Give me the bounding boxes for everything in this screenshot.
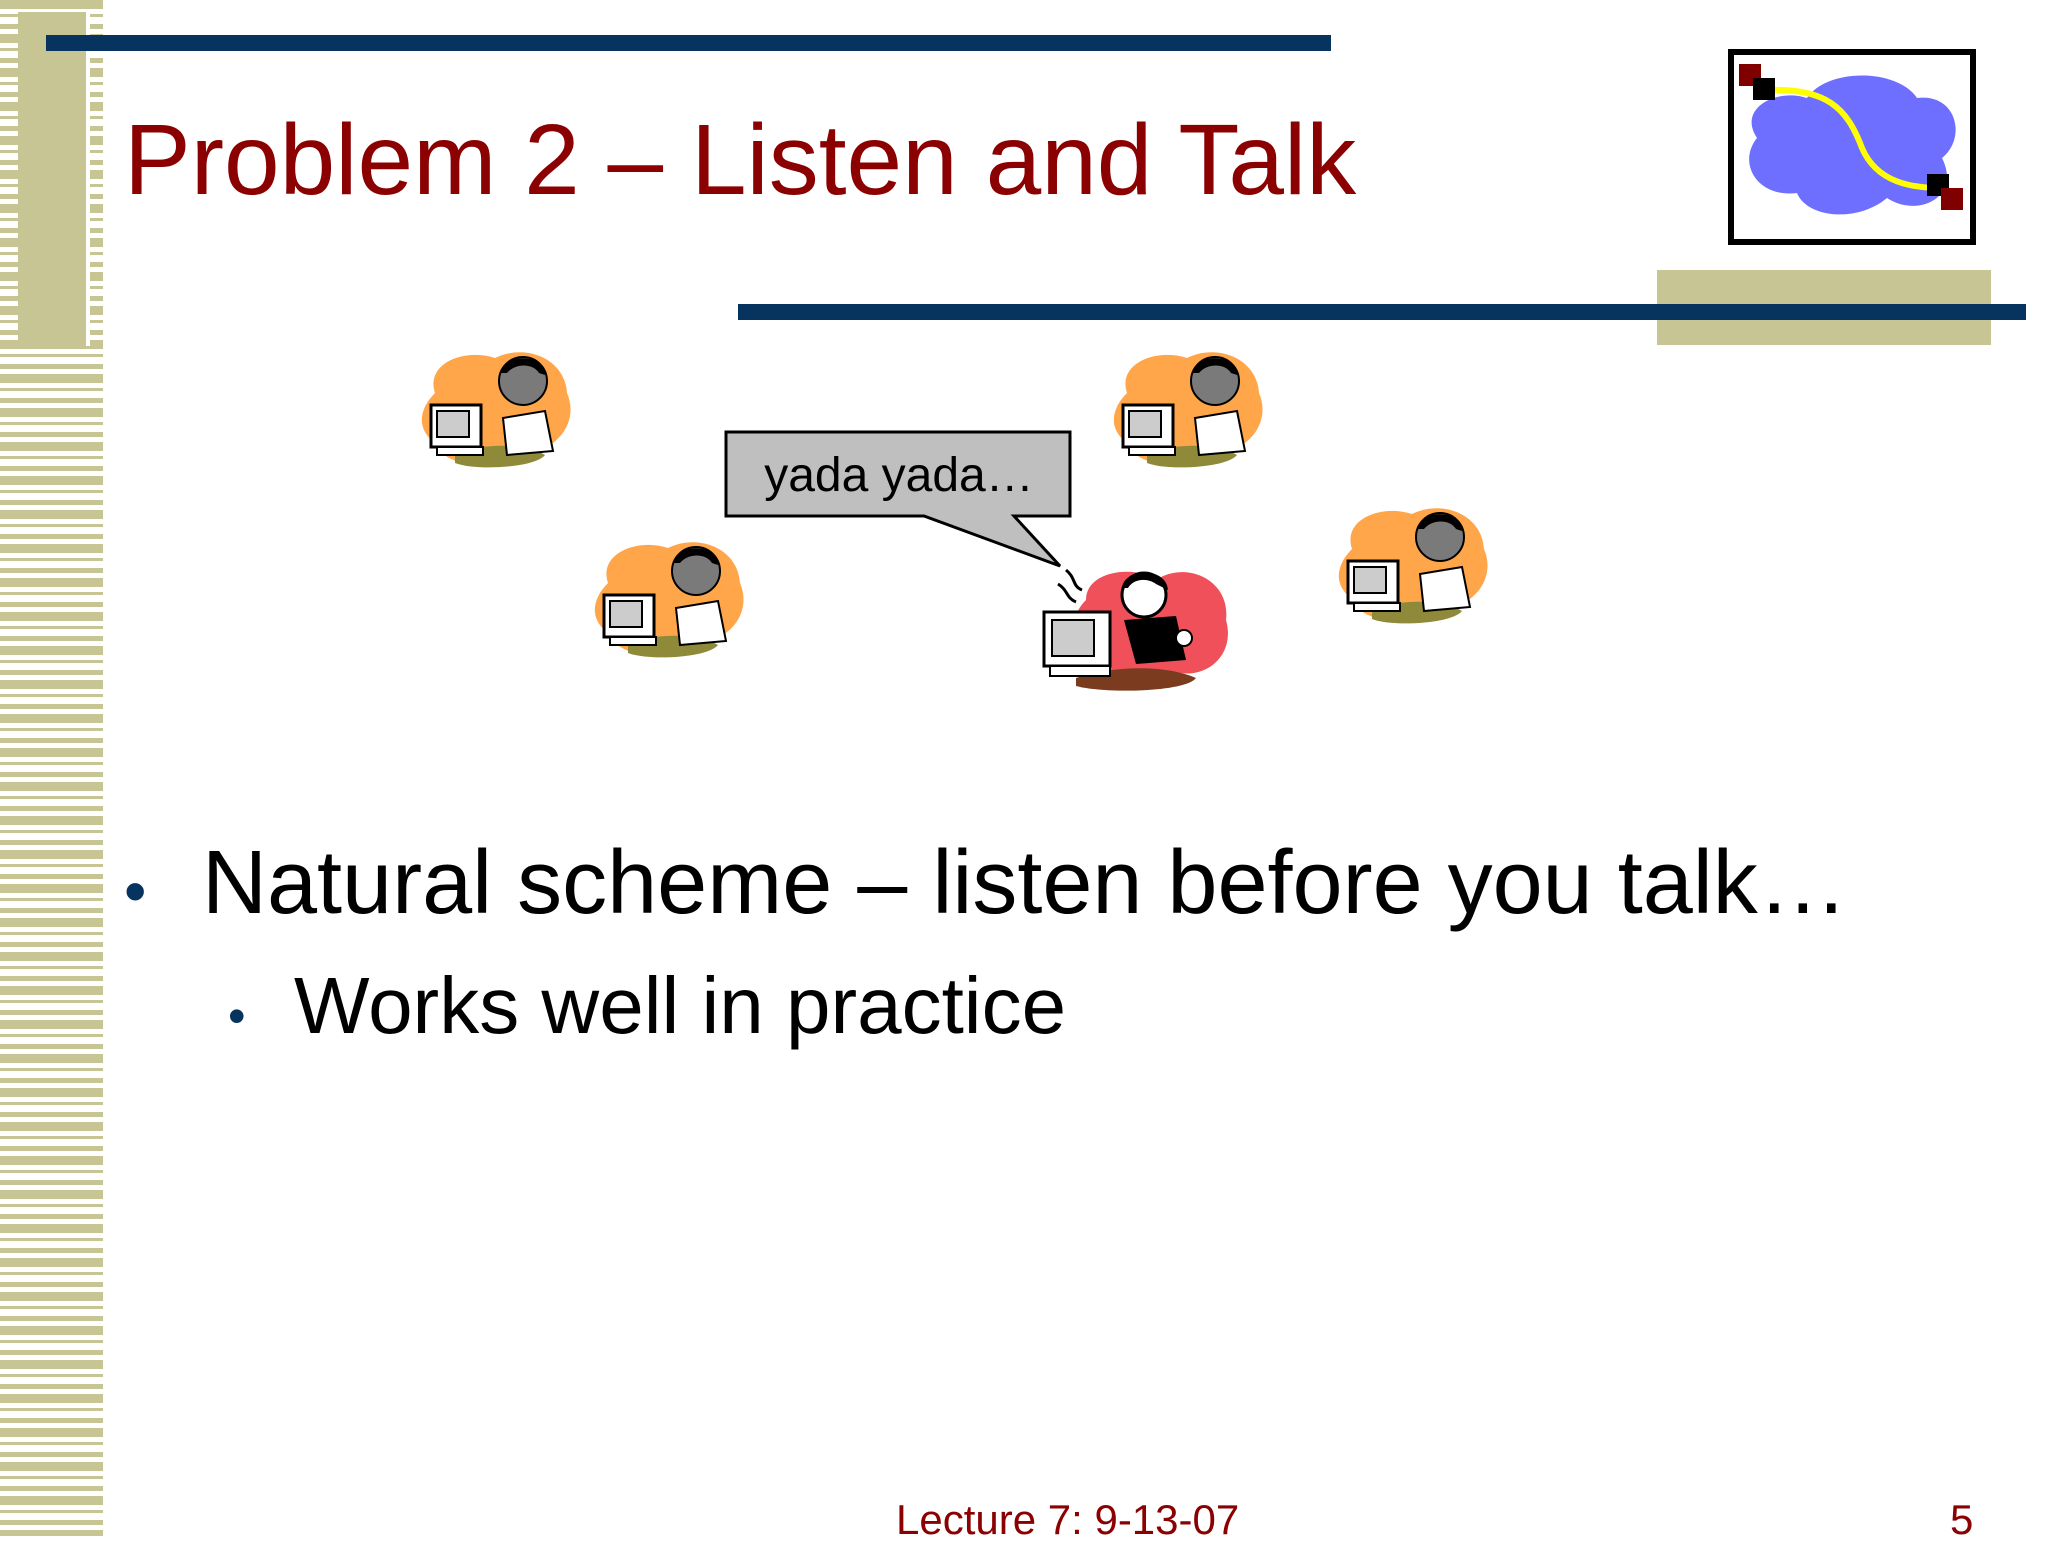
sub-bullet-item-1: • Works well in practice	[228, 960, 1066, 1052]
person-at-computer-icon	[1338, 508, 1488, 624]
person-at-computer-icon	[1113, 352, 1263, 468]
bullet-text: Natural scheme – listen before you talk…	[202, 833, 1848, 933]
bullet-item-1: • Natural scheme – listen before you tal…	[124, 832, 1848, 935]
title-underline-rule	[738, 304, 2026, 320]
slide-title: Problem 2 – Listen and Talk	[124, 104, 1357, 216]
person-at-computer-icon	[594, 542, 744, 658]
bullet-marker: •	[124, 855, 147, 927]
slide-number: 5	[1950, 1496, 1974, 1543]
person-at-computer-icon	[421, 352, 571, 468]
speech-bubble-text: yada yada…	[764, 448, 1034, 502]
bullet-text: Works well in practice	[294, 961, 1067, 1050]
left-tan-block	[18, 12, 90, 346]
bullet-marker: •	[228, 988, 246, 1044]
top-rule	[46, 35, 1331, 51]
shouting-person-at-computer-icon	[1042, 568, 1228, 691]
slide-footer: Lecture 7: 9-13-07	[896, 1496, 1240, 1543]
speech-bubble-shape	[724, 430, 1072, 568]
network-cloud-logo-icon	[1728, 49, 1976, 245]
